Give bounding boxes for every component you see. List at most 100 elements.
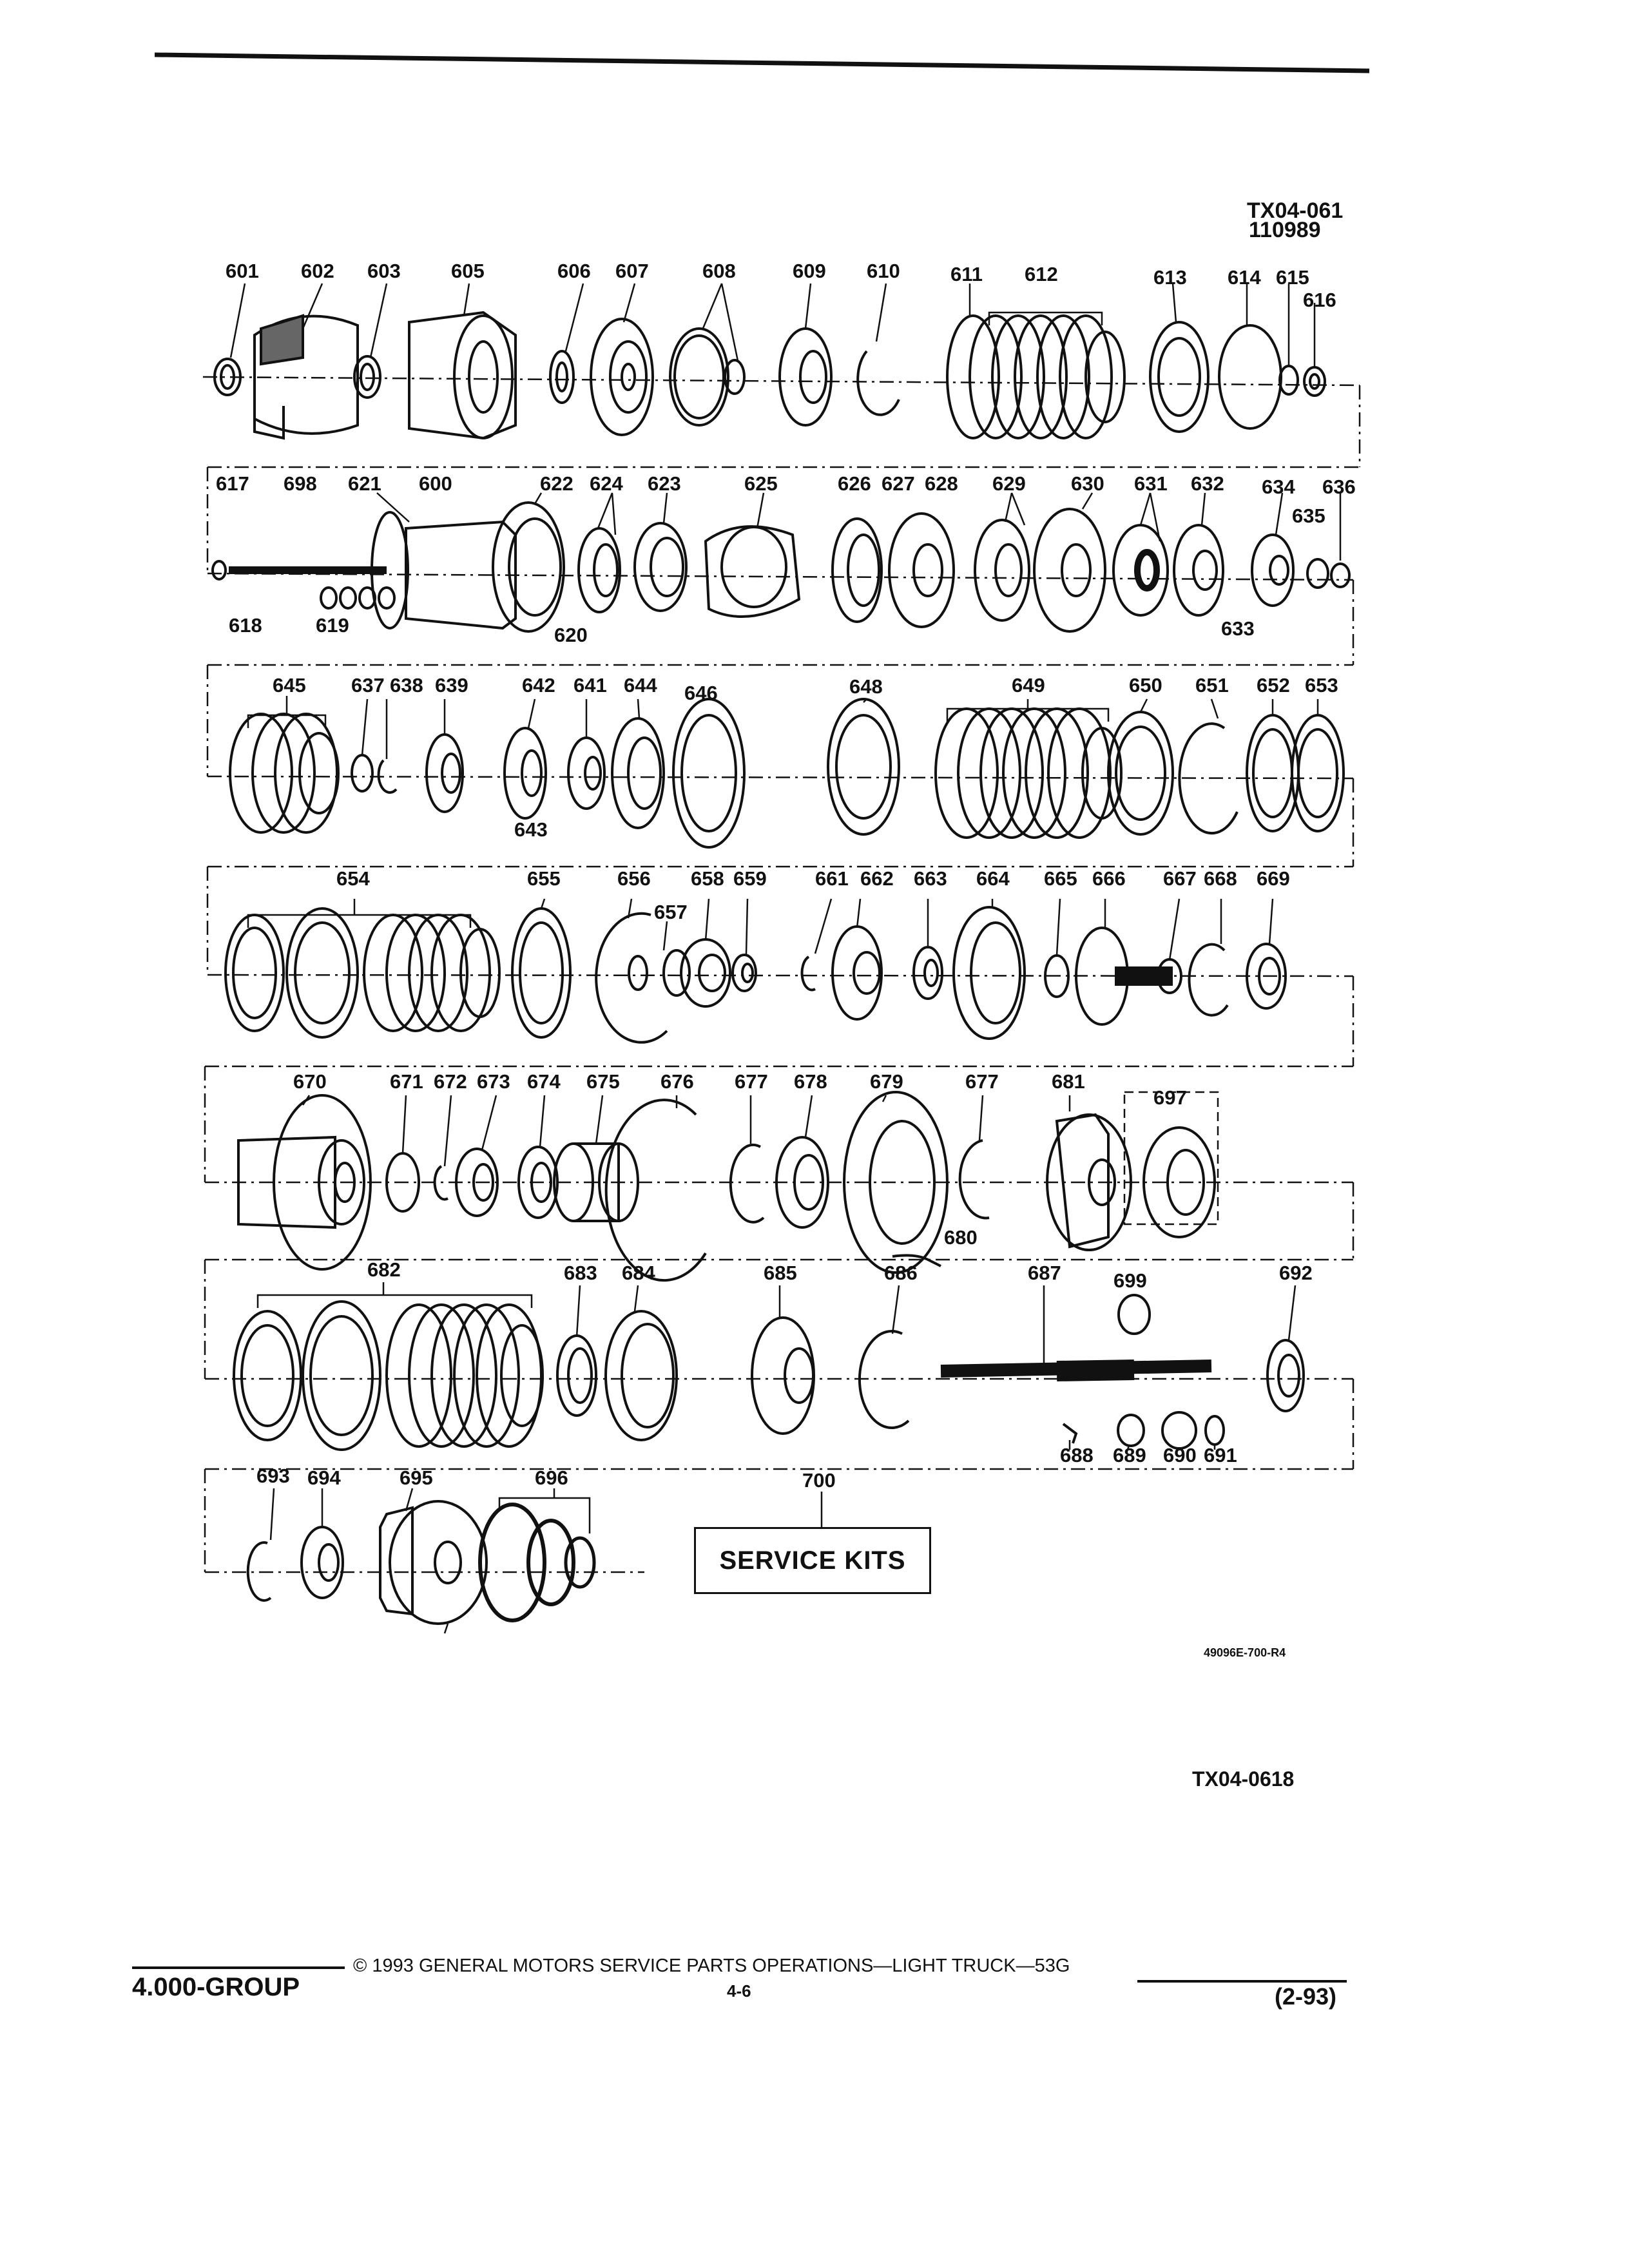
part-label: 638 [390,674,423,697]
part-label: 692 [1279,1262,1313,1284]
part-label: 665 [1044,867,1077,890]
part-label: 624 [590,472,623,495]
part-label: 608 [702,260,736,282]
part-label: 649 [1012,674,1045,697]
part-label: 677 [965,1070,999,1093]
part-label: 672 [434,1070,467,1093]
part-697-box [1123,1091,1219,1225]
part-label: 617 [216,472,249,495]
part-label: 677 [735,1070,768,1093]
part-label: 611 [950,263,983,285]
part-label: 658 [691,867,724,890]
footer-rule-left [132,1966,345,1969]
part-label: 652 [1257,674,1290,697]
part-label: 674 [527,1070,561,1093]
part-label: 626 [838,472,871,495]
part-label: 667 [1163,867,1197,890]
service-kits-label: SERVICE KITS [719,1546,906,1575]
part-label: 632 [1191,472,1224,495]
part-label: 700 [802,1469,836,1492]
part-label: 644 [624,674,657,697]
row-2-parts [211,501,1351,633]
footer-page: 4-6 [727,1981,751,2001]
part-label: 669 [1257,867,1290,890]
part-label: 661 [815,867,849,890]
part-label: 655 [527,867,561,890]
header-ref-code: TX04-061 [1247,198,1344,223]
leader-lines [229,283,1342,1634]
part-label: 687 [1028,1262,1061,1284]
part-label: 673 [477,1070,510,1093]
part-label: 691 [1204,1444,1237,1466]
part-label: 685 [764,1262,797,1284]
part-label: 641 [574,674,607,697]
part-label: 654 [336,867,370,890]
part-label: 616 [1303,289,1336,311]
part-label: 630 [1071,472,1104,495]
part-label: 662 [860,867,894,890]
row-1-parts [213,311,1326,440]
part-label: 680 [944,1226,978,1249]
part-label: 627 [882,472,915,495]
part-label: 603 [367,260,401,282]
part-label: 642 [522,674,555,697]
part-label: 688 [1060,1444,1094,1466]
top-rule [154,52,1370,73]
part-label: 693 [256,1465,290,1487]
part-label: 678 [794,1070,827,1093]
part-label: 637 [351,674,385,697]
footer-rule-right [1137,1980,1347,1983]
part-label: 605 [451,260,485,282]
part-label: 619 [316,614,349,637]
part-label: 628 [925,472,958,495]
part-label: 635 [1292,505,1325,527]
part-label: 675 [586,1070,620,1093]
part-label: 668 [1204,867,1237,890]
part-label: 699 [1113,1269,1147,1292]
row-4-parts [224,906,1287,1044]
part-label: 610 [867,260,900,282]
assembly-center-lines [202,376,1361,1573]
part-label: 686 [884,1262,918,1284]
part-label: 695 [400,1466,433,1489]
part-label: 607 [615,260,649,282]
part-label: 625 [744,472,778,495]
part-label: 689 [1113,1444,1146,1466]
row-7-parts [246,1500,596,1625]
part-label: 633 [1221,617,1255,640]
part-label: 676 [660,1070,694,1093]
part-label: 606 [557,260,591,282]
part-label: 602 [301,260,334,282]
part-label: 664 [976,867,1010,890]
header-ref-number: 110989 [1249,218,1321,242]
part-label: 656 [617,867,651,890]
service-kits-box: SERVICE KITS [694,1527,931,1594]
part-label: 609 [793,260,826,282]
part-label: 631 [1134,472,1168,495]
part-label: 666 [1092,867,1126,890]
part-label: 694 [307,1466,341,1489]
part-label: 614 [1228,266,1261,289]
part-label: 645 [273,674,306,697]
row-3-parts [229,698,1345,849]
part-label: 690 [1163,1444,1197,1466]
row-5-parts [237,1091,1219,1282]
part-label: 623 [648,472,681,495]
part-label: 612 [1025,263,1058,285]
part-label: 613 [1153,266,1187,289]
part-label: 659 [733,867,767,890]
part-label: 650 [1129,674,1162,697]
part-label: 648 [849,675,883,698]
part-label: 653 [1305,674,1338,697]
part-label: 684 [622,1262,655,1284]
part-label: 697 [1153,1086,1187,1109]
footer-date: (2-93) [1275,1983,1337,2010]
part-label: 670 [293,1070,327,1093]
part-label: 600 [419,472,452,495]
part-label: 663 [914,867,947,890]
part-label: 657 [654,901,688,923]
part-label: 629 [992,472,1026,495]
part-label: 636 [1322,476,1356,498]
part-label: 601 [226,260,259,282]
part-label: 646 [684,682,718,704]
